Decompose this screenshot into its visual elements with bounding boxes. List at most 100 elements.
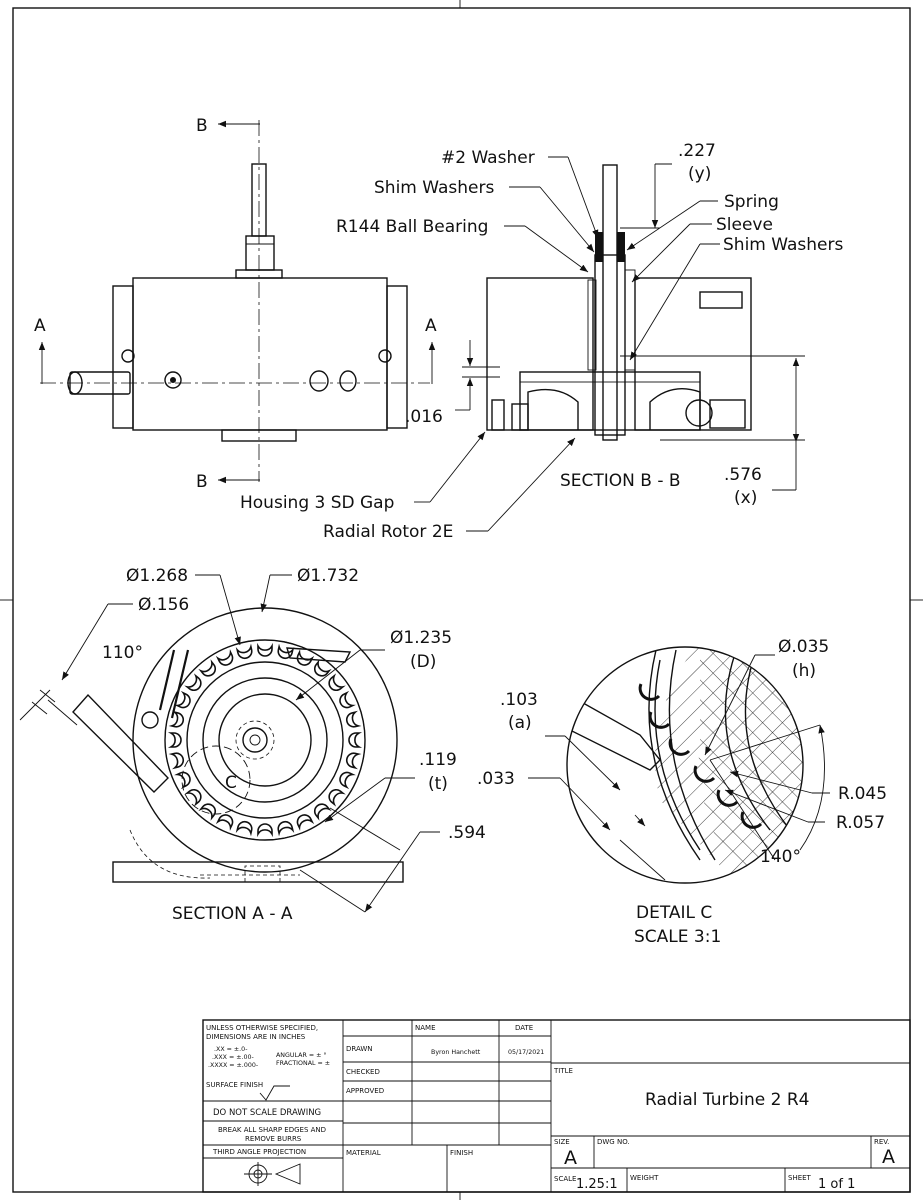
dim-119-var: (t): [428, 774, 448, 794]
weight-label: WEIGHT: [630, 1174, 659, 1182]
rotor-blade: [345, 710, 362, 728]
rotor-blade: [339, 771, 356, 790]
scale-label: SCALE: [554, 1175, 576, 1183]
material-label: MATERIAL: [346, 1149, 381, 1157]
finish-label: FINISH: [450, 1149, 473, 1157]
callout-housing: Housing 3 SD Gap: [240, 493, 394, 513]
dim-119: .119: [419, 750, 457, 770]
drawing-title: Radial Turbine 2 R4: [645, 1090, 809, 1110]
callout-bearing: R144 Ball Bearing: [336, 217, 488, 237]
dim-103-var: (a): [508, 713, 532, 733]
dim-576-var: (x): [734, 488, 757, 508]
dim-594: .594: [448, 823, 486, 843]
section-bb-view: [486, 164, 752, 441]
tol-xxxx: .XXXX = ±.000-: [208, 1062, 258, 1069]
dim-103: .103: [500, 690, 538, 710]
callout-shim-washers-left: Shim Washers: [374, 178, 494, 198]
detail-c-dimensions: [528, 654, 830, 881]
rotor-blade: [235, 643, 253, 660]
detail-blade: [693, 765, 716, 783]
rotor-blade: [257, 642, 273, 657]
callout-shim-washers-right: Shim Washers: [723, 235, 843, 255]
rotor-blade: [277, 820, 295, 837]
detail-blade: [648, 711, 671, 729]
rotor-blade: [328, 673, 346, 692]
do-not-scale: DO NOT SCALE DRAWING: [213, 1108, 321, 1118]
row-checked: CHECKED: [346, 1068, 380, 1076]
break-edges-2: REMOVE BURRS: [245, 1135, 302, 1143]
front-view: [38, 120, 436, 484]
rev-label: REV.: [874, 1138, 889, 1146]
section-aa-title: SECTION A - A: [172, 904, 293, 924]
radius-045: R.045: [838, 784, 887, 804]
detail-blade: [716, 789, 739, 807]
callout-spring: Spring: [724, 192, 779, 212]
drawn-date: 05/17/2021: [508, 1049, 544, 1056]
rotor-blade: [198, 659, 217, 677]
dim-227: .227: [678, 141, 716, 161]
drawn-name: Byron Hanchett: [431, 1049, 481, 1056]
dim-1732: Ø1.732: [297, 566, 359, 586]
tol-angular: ANGULAR = ± °: [276, 1051, 327, 1059]
rotor-blade: [257, 823, 273, 838]
dim-227-var: (y): [688, 164, 711, 184]
dim-576: .576: [724, 465, 762, 485]
detail-blade: [638, 683, 661, 701]
rotor-blade: [174, 690, 191, 709]
detail-c-view: [566, 646, 804, 884]
detail-blade: [740, 811, 763, 829]
rotor-blade: [174, 771, 191, 790]
rotor-blade: [168, 710, 185, 728]
callout-washer: #2 Washer: [441, 148, 535, 168]
col-date: DATE: [515, 1024, 533, 1032]
angle-110: 110°: [102, 643, 143, 663]
sheet-value: 1 of 1: [818, 1177, 855, 1192]
callout-rotor: Radial Rotor 2E: [323, 522, 453, 542]
cut-label-a-left: A: [34, 316, 46, 336]
rotor-blade: [198, 803, 217, 821]
notes-line-2: DIMENSIONS ARE IN INCHES: [206, 1033, 306, 1041]
surface-finish: SURFACE FINISH: [206, 1081, 263, 1089]
row-approved: APPROVED: [346, 1087, 384, 1095]
callout-sleeve: Sleeve: [716, 215, 773, 235]
sheet-label: SHEET: [788, 1174, 812, 1182]
detail-blade: [668, 738, 691, 756]
rotor-blade: [168, 752, 185, 770]
rotor-blade: [296, 814, 315, 831]
rotor-blade: [313, 659, 332, 677]
tol-xxx: .XXX = ±.00-: [212, 1054, 254, 1061]
tol-xx: .XX = ±.0-: [214, 1046, 247, 1053]
size-label: SIZE: [554, 1138, 570, 1146]
detail-c-scale: SCALE 3:1: [634, 927, 721, 947]
dim-035-var: (h): [792, 661, 816, 681]
rev-value: A: [882, 1146, 895, 1168]
break-edges-1: BREAK ALL SHARP EDGES AND: [218, 1126, 326, 1134]
section-bb-title: SECTION B - B: [560, 471, 681, 491]
detail-marker-c: C: [225, 773, 237, 793]
dim-156: Ø.156: [138, 595, 189, 615]
rotor-blade: [348, 732, 363, 748]
col-name: NAME: [415, 1024, 436, 1032]
dim-016: .016: [405, 407, 443, 427]
dwg-no-label: DWG NO.: [597, 1138, 630, 1146]
radius-057: R.057: [836, 813, 885, 833]
dim-1268: Ø1.268: [126, 566, 188, 586]
angle-140: 140°: [760, 847, 801, 867]
rotor-blade: [235, 820, 253, 837]
notes-line-1: UNLESS OTHERWISE SPECIFIED,: [206, 1024, 318, 1032]
dim-1235-var: (D): [410, 652, 436, 672]
rotor-blade: [184, 788, 202, 807]
rotor-blade: [184, 673, 202, 692]
section-aa-dimensions: [19, 574, 440, 913]
dim-035: Ø.035: [778, 637, 829, 657]
tol-fractional: FRACTIONAL = ±: [276, 1060, 330, 1067]
size-value: A: [564, 1147, 577, 1169]
rotor-blade: [313, 803, 332, 821]
rotor-blade: [167, 732, 182, 748]
scale-value: 1.25:1: [576, 1177, 618, 1192]
cut-label-b-top: B: [196, 116, 208, 136]
dim-1235: Ø1.235: [390, 628, 452, 648]
section-bb-dimensions: [414, 156, 805, 532]
cut-label-a-right: A: [425, 316, 437, 336]
